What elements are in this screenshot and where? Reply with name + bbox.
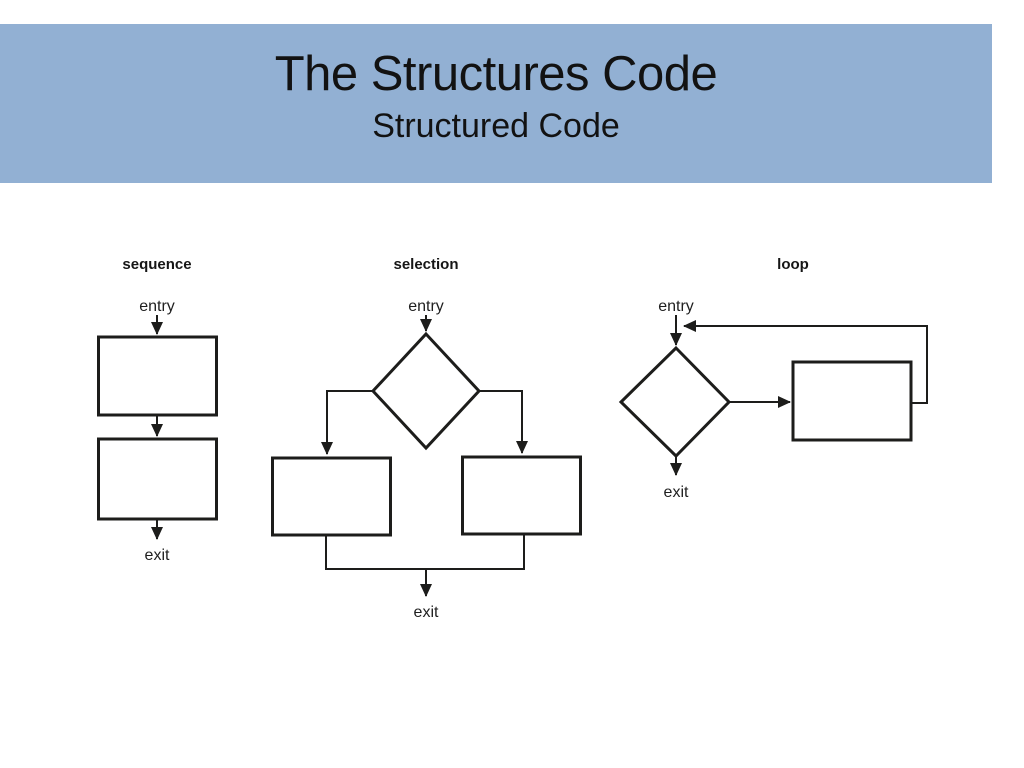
diagram-label: sequence [122,256,191,273]
entry-label: entry [408,298,444,315]
process-box [97,335,218,417]
diagram-sequence: sequence entry exit [97,256,218,564]
diagram-label: selection [393,256,458,273]
process-box [791,360,913,442]
entry-label: entry [139,298,175,315]
diagram-selection: selection entry exit [271,256,582,621]
decision-diamond [618,345,732,459]
connector-join [325,534,525,570]
diagram-label: loop [777,256,809,273]
page-subtitle: Structured Code [372,107,620,145]
exit-label: exit [664,484,689,501]
exit-label: exit [414,604,439,621]
title-band: The Structures Code Structured Code [0,24,992,183]
exit-label: exit [145,547,170,564]
process-box [97,437,218,521]
arrow-branch-right [479,390,528,454]
page-title: The Structures Code [274,47,718,101]
arrow-feedback-loop [683,320,928,404]
process-box [271,456,392,537]
diagram-loop: loop entry exit [618,256,928,501]
process-box [461,455,582,536]
decision-diamond [370,331,482,451]
entry-label: entry [658,298,694,315]
arrow-branch-left [321,390,373,455]
